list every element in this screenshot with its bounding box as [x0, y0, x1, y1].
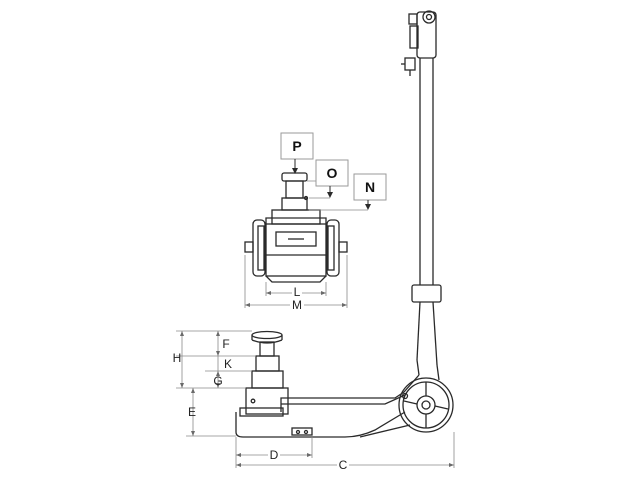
callout-n-label: N: [365, 179, 375, 195]
callout-o: O: [315, 159, 349, 198]
dim-label-l: L: [294, 285, 301, 299]
lift-cylinder-side: [239, 330, 289, 417]
handle-valve: [401, 10, 437, 76]
jack-front-view: [244, 172, 348, 283]
dim-label-e: E: [188, 405, 196, 419]
callout-p: P: [280, 132, 314, 174]
dim-label-f: F: [222, 337, 229, 351]
jack-side-view: [235, 10, 454, 438]
dim-label-k: K: [224, 357, 232, 371]
dim-label-d: D: [270, 448, 279, 462]
handle-pole: [411, 58, 442, 381]
callout-p-label: P: [292, 138, 301, 154]
jack-wheel: [398, 377, 454, 433]
dimension-lines: [176, 180, 455, 468]
dim-label-g: G: [213, 374, 222, 388]
dimension-arrows: [180, 291, 454, 467]
callout-n: N: [353, 173, 387, 210]
dim-label-c: C: [339, 458, 348, 472]
dim-label-h: H: [173, 351, 182, 365]
jack-chassis: [235, 374, 420, 438]
dimension-labels: L M H F K G E D C: [173, 285, 349, 472]
dim-label-m: M: [292, 298, 302, 312]
callout-o-label: O: [327, 165, 338, 181]
